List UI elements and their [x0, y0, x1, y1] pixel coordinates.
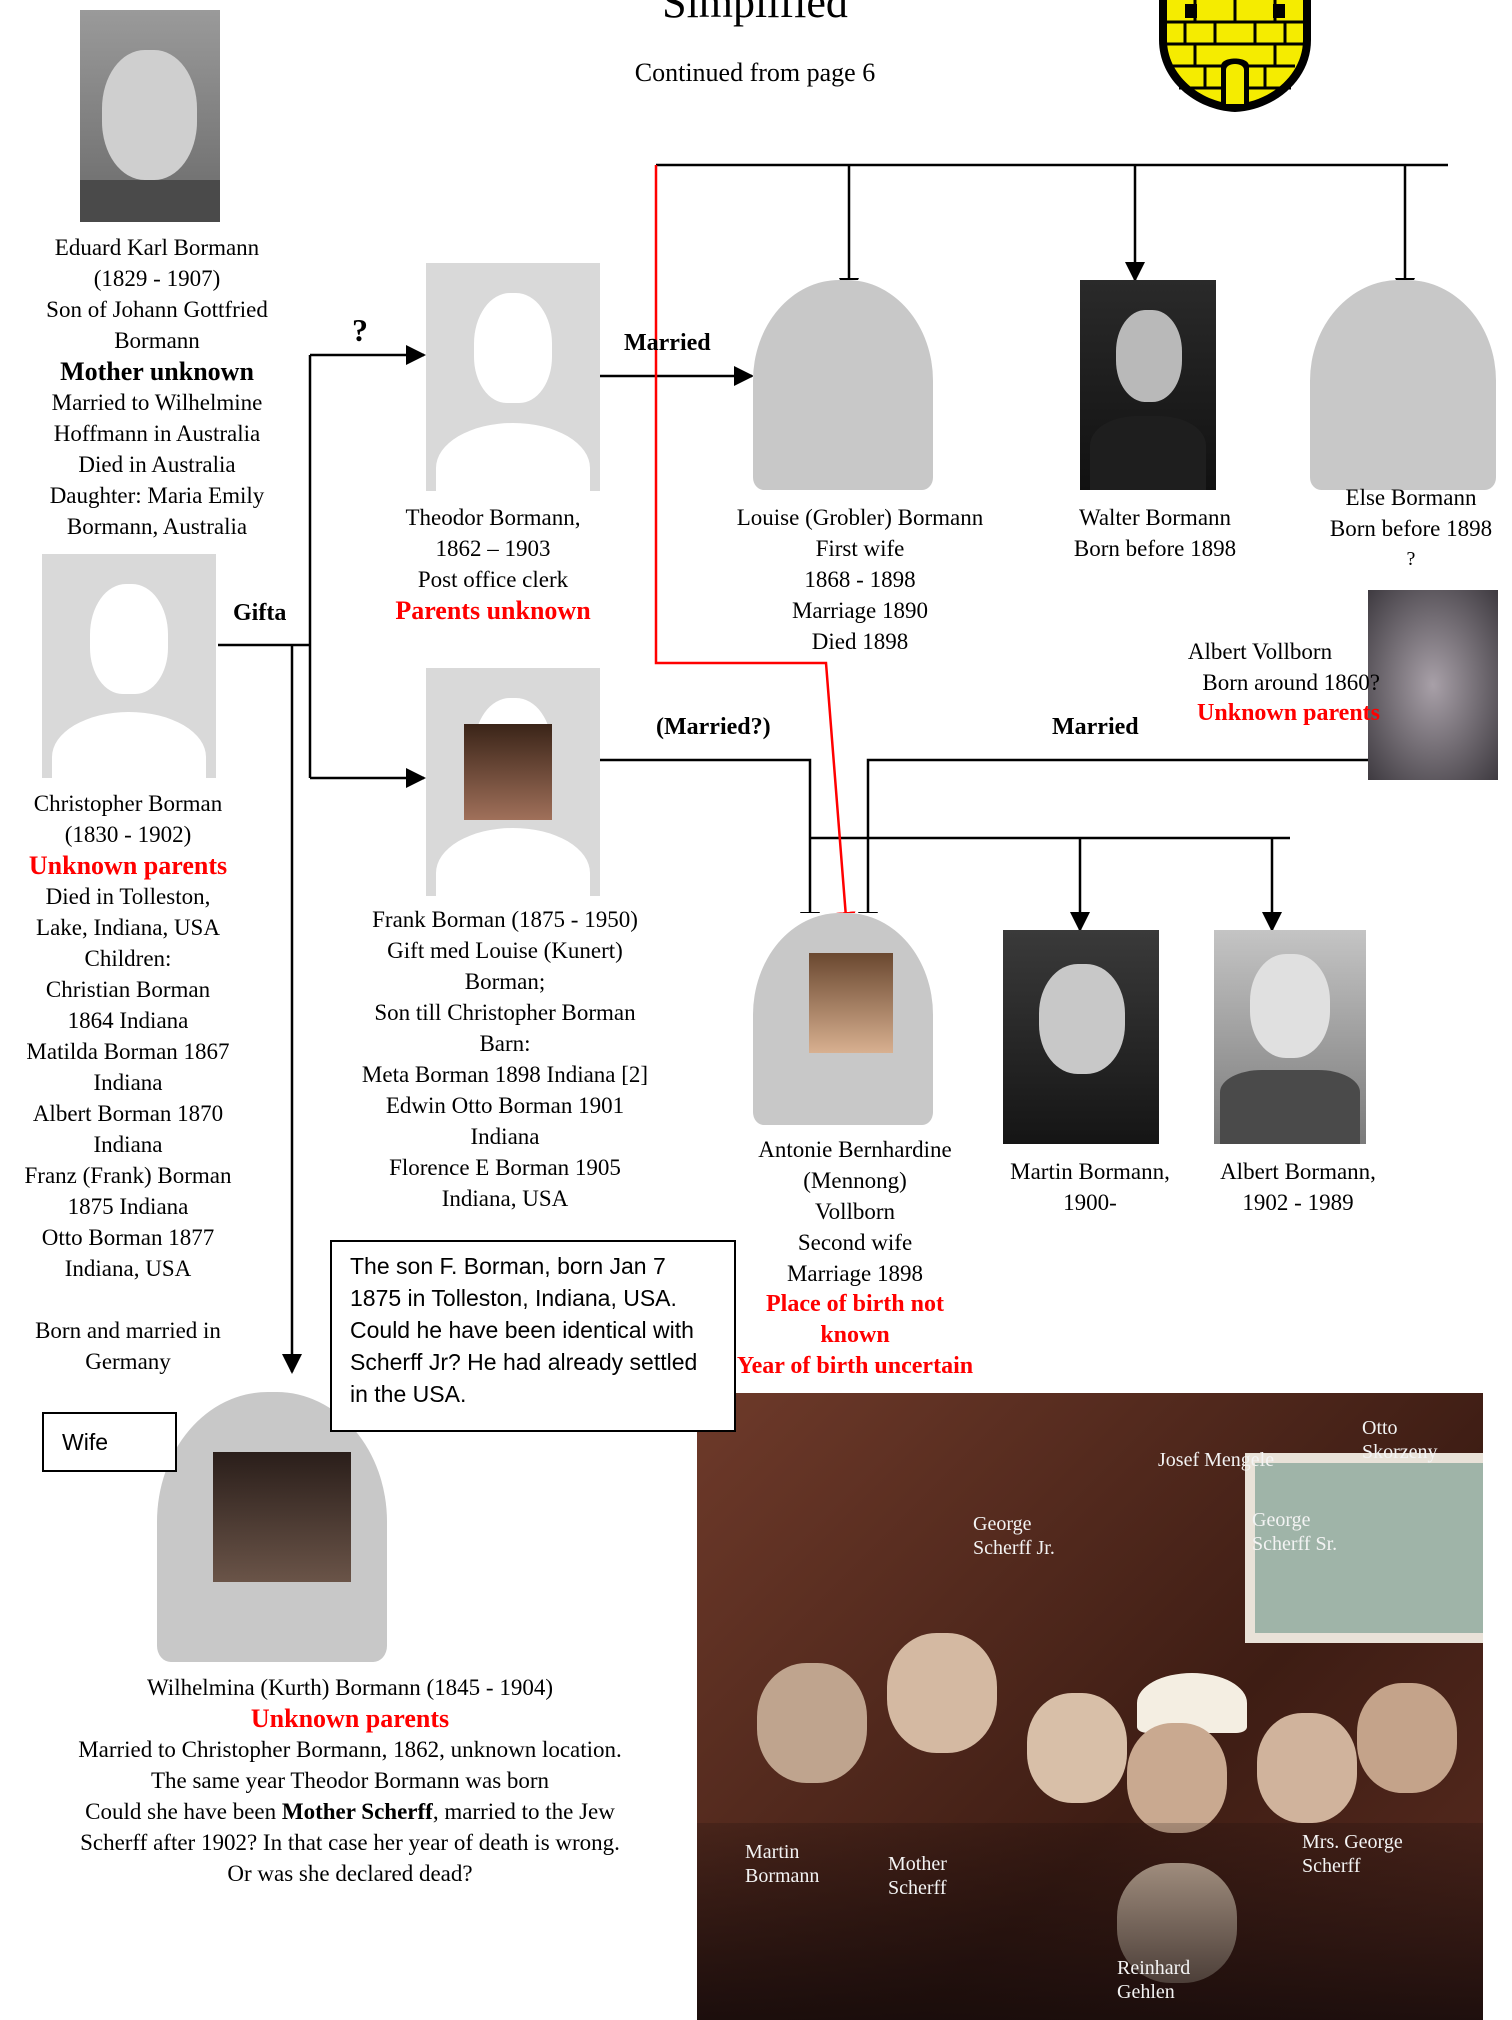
label-josef-mengele: Josef Mengele — [1158, 1449, 1275, 1471]
wilhelmina-info: Wilhelmina (Kurth) Bormann (1845 - 1904)… — [78, 1675, 622, 1886]
martin-photo — [1003, 930, 1159, 1144]
label-question: ? — [352, 312, 368, 348]
walter-photo — [1080, 280, 1216, 490]
walter-info: Walter Bormann Born before 1898 — [1073, 505, 1237, 561]
antonie-info: Antonie Bernhardine (Mennong) Vollborn S… — [736, 1137, 974, 1379]
else-info: Else Bormann Born before 1898 ? — [1329, 485, 1493, 570]
note-box: The son F. Borman, born Jan 7 1875 in To… — [330, 1240, 736, 1432]
eduard-photo — [80, 10, 220, 222]
theodor-info: Theodor Bormann, 1862 – 1903 Post office… — [395, 505, 591, 625]
label-married-theodor: Married — [624, 330, 711, 356]
wife-label-box: Wife — [42, 1412, 177, 1472]
christopher-photo — [42, 554, 216, 778]
label-married-question: (Married?) — [656, 714, 771, 740]
albert-vollborn-info: Albert Vollborn Born around 1860? Unknow… — [1187, 639, 1380, 726]
albert-vollborn-photo — [1368, 590, 1498, 780]
albert-bormann-photo — [1214, 930, 1366, 1144]
eduard-info: Eduard Karl Bormann (1829 - 1907) Son of… — [46, 235, 268, 539]
louise-info: Louise (Grobler) Bormann First wife 1868… — [736, 505, 984, 654]
albert-bormann-info: Albert Bormann, 1902 - 1989 — [1220, 1159, 1376, 1215]
label-married-vollborn: Married — [1052, 714, 1139, 740]
christopher-info: Christopher Borman (1830 - 1902) Unknown… — [24, 791, 232, 1374]
coat-of-arms-icon — [1159, 0, 1311, 112]
antonie-photo — [753, 913, 933, 1125]
continued-note: Continued from page 6 — [634, 58, 876, 87]
label-gifta: Gifta — [233, 600, 287, 626]
group-photo — [697, 1393, 1483, 2020]
louise-photo — [753, 280, 933, 490]
martin-info: Martin Bormann, 1900- — [1010, 1159, 1170, 1215]
page-title: Simplified — [662, 0, 848, 27]
else-photo — [1310, 280, 1496, 490]
theodor-photo — [426, 263, 600, 491]
frank-info: Frank Borman (1875 - 1950) Gift med Loui… — [361, 907, 649, 1211]
frank-photo — [426, 668, 600, 896]
wilhelmina-photo — [157, 1392, 387, 1662]
